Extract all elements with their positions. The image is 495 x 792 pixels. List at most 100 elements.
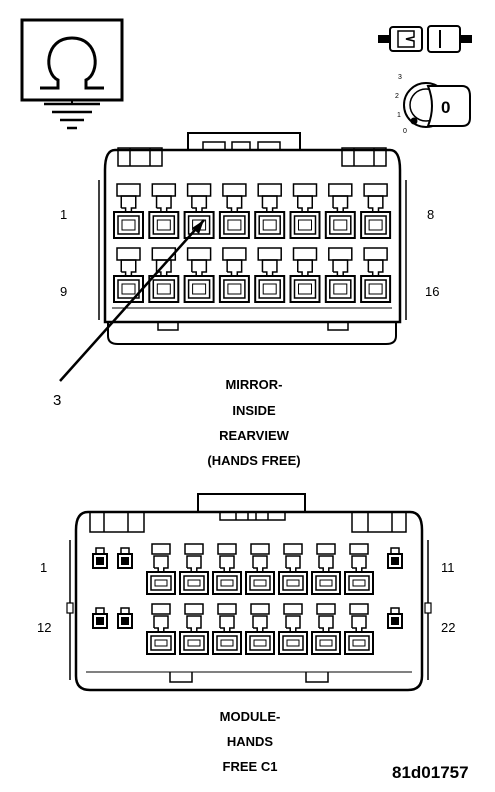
terminal-cavity: [289, 259, 321, 303]
pin-label-22: 22: [441, 620, 455, 635]
latch-slot: [151, 183, 177, 197]
terminal-cavity: [344, 615, 374, 655]
latch-slot: [116, 183, 141, 197]
caption-line: MODULE-: [220, 709, 281, 724]
latch-slot: [184, 603, 204, 615]
latch-slot: [328, 183, 353, 197]
callout-3: 3: [53, 219, 205, 409]
terminal-cavity: [278, 615, 308, 655]
latch-slot: [250, 543, 270, 555]
latch-slot: [217, 543, 237, 555]
terminal-cavity: [324, 195, 356, 239]
caption-connector1: MIRROR- INSIDE REARVIEW (HANDS FREE): [207, 377, 300, 468]
latch-slot: [222, 183, 247, 197]
latch-slot: [217, 603, 237, 615]
latch-slot: [349, 543, 369, 555]
caption-line: INSIDE: [232, 403, 276, 418]
caption-line: HANDS: [227, 734, 274, 749]
terminal-cavity: [212, 555, 242, 595]
pin-labels-connector1: 1 8 9 16: [60, 207, 439, 299]
latch-slot: [283, 543, 303, 555]
terminal-cavity: [311, 555, 341, 595]
latch-slot: [328, 247, 353, 261]
latch-slot: [349, 603, 369, 615]
terminal-cavity: [360, 195, 392, 239]
latch-slot: [292, 183, 318, 197]
latch-slot: [222, 247, 247, 261]
terminal-cavity: [289, 195, 321, 239]
cavity-grid: [113, 183, 392, 303]
cavity-grid: [92, 543, 403, 655]
terminal-cavity: [148, 259, 180, 303]
svg-text:1: 1: [397, 112, 401, 119]
connector-disconnect-icon: [378, 25, 472, 53]
svg-text:0: 0: [403, 128, 407, 135]
terminal-cavity: [148, 195, 180, 239]
small-terminal: [387, 607, 403, 629]
terminal-cavity: [245, 555, 275, 595]
latch-slot: [151, 543, 171, 555]
terminal-cavity: [146, 615, 176, 655]
latch-slot: [186, 183, 212, 197]
pin-label-1: 1: [40, 560, 47, 575]
latch-slot: [316, 543, 336, 555]
svg-text:0: 0: [441, 98, 450, 117]
terminal-cavity: [360, 259, 392, 303]
svg-text:2: 2: [395, 93, 399, 100]
terminal-cavity: [146, 555, 176, 595]
caption-connector2: MODULE- HANDS FREE C1: [220, 709, 281, 774]
pin-label-16: 16: [425, 284, 439, 299]
terminal-cavity: [254, 195, 286, 239]
latch-slot: [151, 247, 177, 261]
terminal-cavity: [245, 615, 275, 655]
pin-label-9: 9: [60, 284, 67, 299]
terminal-cavity: [311, 615, 341, 655]
latch-slot: [363, 183, 388, 197]
latch-slot: [257, 183, 282, 197]
ignition-switch-icon: 3 2 1 0 0: [395, 74, 471, 135]
ground-resistance-icon: [20, 18, 124, 130]
figure-code: 81d01757: [392, 763, 469, 782]
caption-line: FREE C1: [223, 759, 278, 774]
latch-slot: [363, 247, 388, 261]
terminal-cavity: [254, 259, 286, 303]
terminal-cavity: [218, 259, 250, 303]
svg-text:3: 3: [398, 74, 402, 81]
latch-slot: [283, 603, 303, 615]
connector-mirror-inside-rearview: [98, 132, 407, 345]
latch-slot: [250, 603, 270, 615]
pin-label-12: 12: [37, 620, 51, 635]
latch-slot: [316, 603, 336, 615]
terminal-cavity: [278, 555, 308, 595]
latch-slot: [257, 247, 282, 261]
latch-slot: [184, 543, 204, 555]
caption-line: REARVIEW: [219, 428, 290, 443]
pin-label-8: 8: [427, 207, 434, 222]
terminal-cavity: [113, 259, 144, 303]
latch-slot: [292, 247, 318, 261]
terminal-cavity: [344, 555, 374, 595]
callout-label: 3: [53, 392, 61, 409]
pin-label-1: 1: [60, 207, 67, 222]
terminal-cavity: [179, 615, 209, 655]
terminal-cavity: [212, 615, 242, 655]
latch-slot: [116, 247, 141, 261]
small-terminal: [117, 547, 133, 569]
terminal-cavity: [324, 259, 356, 303]
small-terminal: [117, 607, 133, 629]
terminal-cavity: [179, 555, 209, 595]
caption-line: MIRROR-: [225, 377, 282, 392]
terminal-cavity: [183, 259, 215, 303]
terminal-cavity: [218, 195, 250, 239]
latch-slot: [186, 247, 212, 261]
pin-labels-connector2: 1 11 12 22: [37, 560, 455, 635]
latch-slot: [151, 603, 171, 615]
pin-label-11: 11: [441, 560, 455, 575]
small-terminal: [92, 547, 108, 569]
small-terminal: [92, 607, 108, 629]
small-terminal: [387, 547, 403, 569]
connector-module-hands-free-c1: [66, 493, 432, 692]
terminal-cavity: [113, 195, 144, 239]
caption-line: (HANDS FREE): [207, 453, 300, 468]
